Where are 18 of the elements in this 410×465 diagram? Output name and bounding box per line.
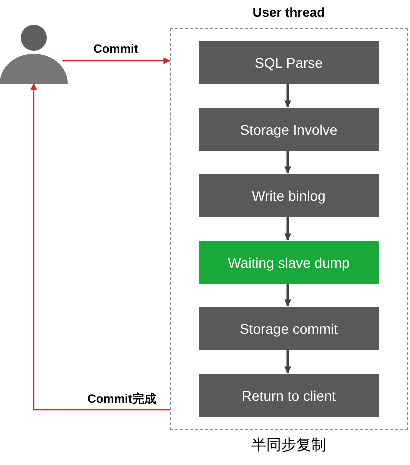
container-caption: 半同步复制	[250, 436, 328, 455]
arrow	[62, 58, 171, 64]
process-box: Return to client	[199, 374, 379, 417]
container-title: User thread	[252, 5, 326, 20]
arrow	[284, 216, 292, 241]
arrow	[284, 150, 292, 174]
process-box: Storage Involve	[199, 108, 379, 151]
process-box: SQL Parse	[199, 41, 379, 84]
arrow	[30, 83, 170, 411]
arrow	[284, 83, 292, 108]
person-icon	[0, 24, 68, 84]
arrow	[284, 283, 292, 307]
process-box: Storage commit	[199, 307, 379, 350]
process-box: Write binlog	[199, 174, 379, 217]
process-box: Waiting slave dump	[199, 241, 379, 284]
edge-label: Commit完成	[86, 391, 158, 408]
arrow	[284, 349, 292, 374]
edge-label: Commit	[92, 42, 140, 56]
